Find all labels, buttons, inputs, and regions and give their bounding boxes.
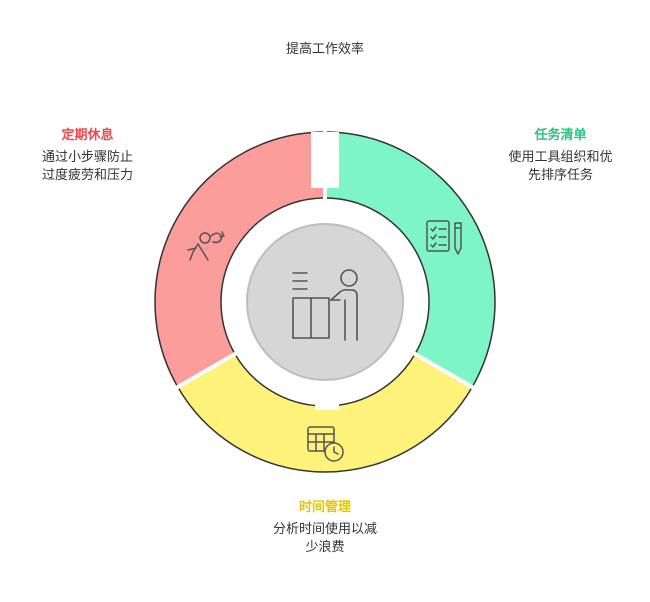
checklist-pen-icon xyxy=(426,220,462,255)
ring-separator-1 xyxy=(412,351,475,390)
label-plan-desc: 使用工具组织和优 先排序任务 xyxy=(478,149,643,185)
label-time-desc: 分析时间使用以减 少浪费 xyxy=(240,521,410,557)
label-time: 时间管理 分析时间使用以减 少浪费 xyxy=(240,496,410,557)
ring-segment-time xyxy=(176,352,474,473)
label-plan-desc-line1: 使用工具组织和优 xyxy=(508,150,613,165)
segment-gaps xyxy=(311,132,339,410)
label-break-desc-line1: 通过小步骤防止 xyxy=(41,150,133,165)
label-time-desc-line2: 少浪费 xyxy=(305,540,345,555)
calendar-clock-icon xyxy=(307,426,344,462)
label-plan-desc-line2: 先排序任务 xyxy=(527,168,593,183)
label-time-title: 时间管理 xyxy=(298,500,351,515)
ring-segment-plan xyxy=(324,131,496,389)
label-break-desc-line2: 过度疲劳和压力 xyxy=(41,168,133,183)
label-break: 定期休息 通过小步骤防止 过度疲劳和压力 xyxy=(5,124,170,185)
label-break-title: 定期休息 xyxy=(61,128,114,143)
label-plan: 任务清单 使用工具组织和优 先排序任务 xyxy=(478,124,643,185)
label-break-desc: 通过小步骤防止 过度疲劳和压力 xyxy=(5,149,170,185)
ring-separator-2 xyxy=(175,351,238,390)
person-at-desk-icon xyxy=(292,269,358,341)
gap-top xyxy=(311,132,339,188)
gap-bottom xyxy=(315,380,339,410)
label-plan-title: 任务清单 xyxy=(534,128,587,143)
ring xyxy=(154,130,496,473)
person-stretching-icon xyxy=(187,231,225,261)
center-hub xyxy=(246,223,404,381)
diagram-title: 提高工作效率 xyxy=(285,42,364,57)
label-time-desc-line1: 分析时间使用以减 xyxy=(272,522,377,537)
ring-segment-break xyxy=(154,131,326,389)
